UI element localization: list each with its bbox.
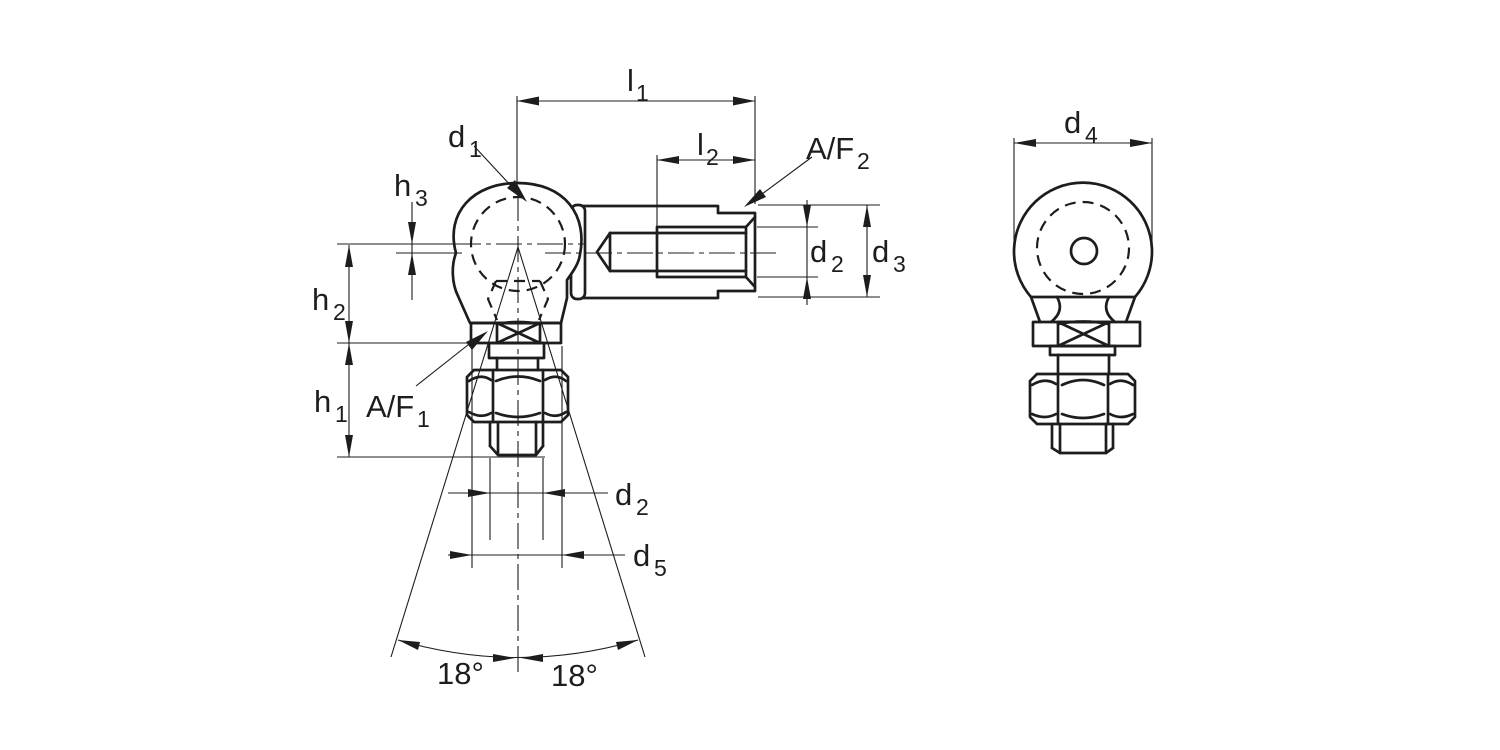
front-neck-fillet <box>1049 295 1117 324</box>
front-center-hole <box>1069 236 1099 266</box>
washer <box>487 341 546 360</box>
label-d4-sub: 4 <box>1085 122 1098 148</box>
label-af1: A/F <box>366 389 414 424</box>
ball-neck-hidden <box>486 280 550 321</box>
front-washer <box>1048 344 1117 357</box>
label-af2-sub: 2 <box>857 148 870 174</box>
label-h1: h <box>314 384 331 419</box>
front-threaded-stud <box>1050 422 1115 455</box>
body-outline <box>573 204 757 300</box>
leader-af1 <box>415 331 488 387</box>
dimension-d2-d3 <box>757 200 880 305</box>
label-h2: h <box>312 282 329 317</box>
label-h3-sub: 3 <box>415 185 428 211</box>
label-d2-right-sub: 2 <box>831 251 844 277</box>
label-h3: h <box>394 168 411 203</box>
leader-d1 <box>473 145 527 202</box>
label-d2-right: d <box>810 234 827 269</box>
internal-thread <box>595 215 757 289</box>
front-collar-flats <box>1031 320 1142 348</box>
front-neck-taper <box>1029 295 1137 324</box>
label-h2-sub: 2 <box>333 299 346 325</box>
label-h1-sub: 1 <box>335 401 348 427</box>
label-d1-sub: 1 <box>469 136 482 162</box>
leader-af2 <box>744 156 813 207</box>
label-d1: d <box>448 119 465 154</box>
threaded-stud <box>488 420 545 457</box>
label-af2: A/F <box>806 131 854 166</box>
label-angle-right: 18° <box>551 658 598 693</box>
label-d5-sub: 5 <box>654 555 667 581</box>
dimension-l2 <box>656 155 755 226</box>
label-l1-sub: 1 <box>636 80 649 106</box>
label-d5: d <box>633 538 650 573</box>
label-l2: l <box>697 127 704 162</box>
dimension-d5 <box>448 346 625 568</box>
label-angle-left: 18° <box>437 656 484 691</box>
front-ball-hidden-circle <box>1035 200 1131 296</box>
dimension-h3 <box>337 202 462 300</box>
dimension-d4 <box>1013 138 1153 252</box>
label-l1: l <box>627 63 634 98</box>
collar-flats <box>469 320 563 345</box>
side-view <box>337 96 880 672</box>
front-thread-relief <box>1056 353 1111 376</box>
swing-cone <box>390 246 646 662</box>
front-hex-nut <box>1028 372 1137 426</box>
label-af1-sub: 1 <box>417 406 430 432</box>
label-d3: d <box>872 234 889 269</box>
thread-relief <box>495 356 540 372</box>
label-d3-sub: 3 <box>893 251 906 277</box>
label-l2-sub: 2 <box>706 144 719 170</box>
dimension-d2-bottom <box>448 458 608 540</box>
front-housing-outline <box>1012 181 1154 299</box>
housing-outline <box>451 181 583 325</box>
label-d2-bottom: d <box>615 477 632 512</box>
dimension-l1 <box>517 96 756 204</box>
dimension-h2-h1 <box>337 245 545 458</box>
dimension-labels: l 1 l 2 d 1 A/F 2 h 3 d 2 d 3 h 2 h 1 A/… <box>312 63 1098 693</box>
label-d2-bottom-sub: 2 <box>636 494 649 520</box>
label-d4: d <box>1064 105 1081 140</box>
front-view <box>1012 138 1154 455</box>
